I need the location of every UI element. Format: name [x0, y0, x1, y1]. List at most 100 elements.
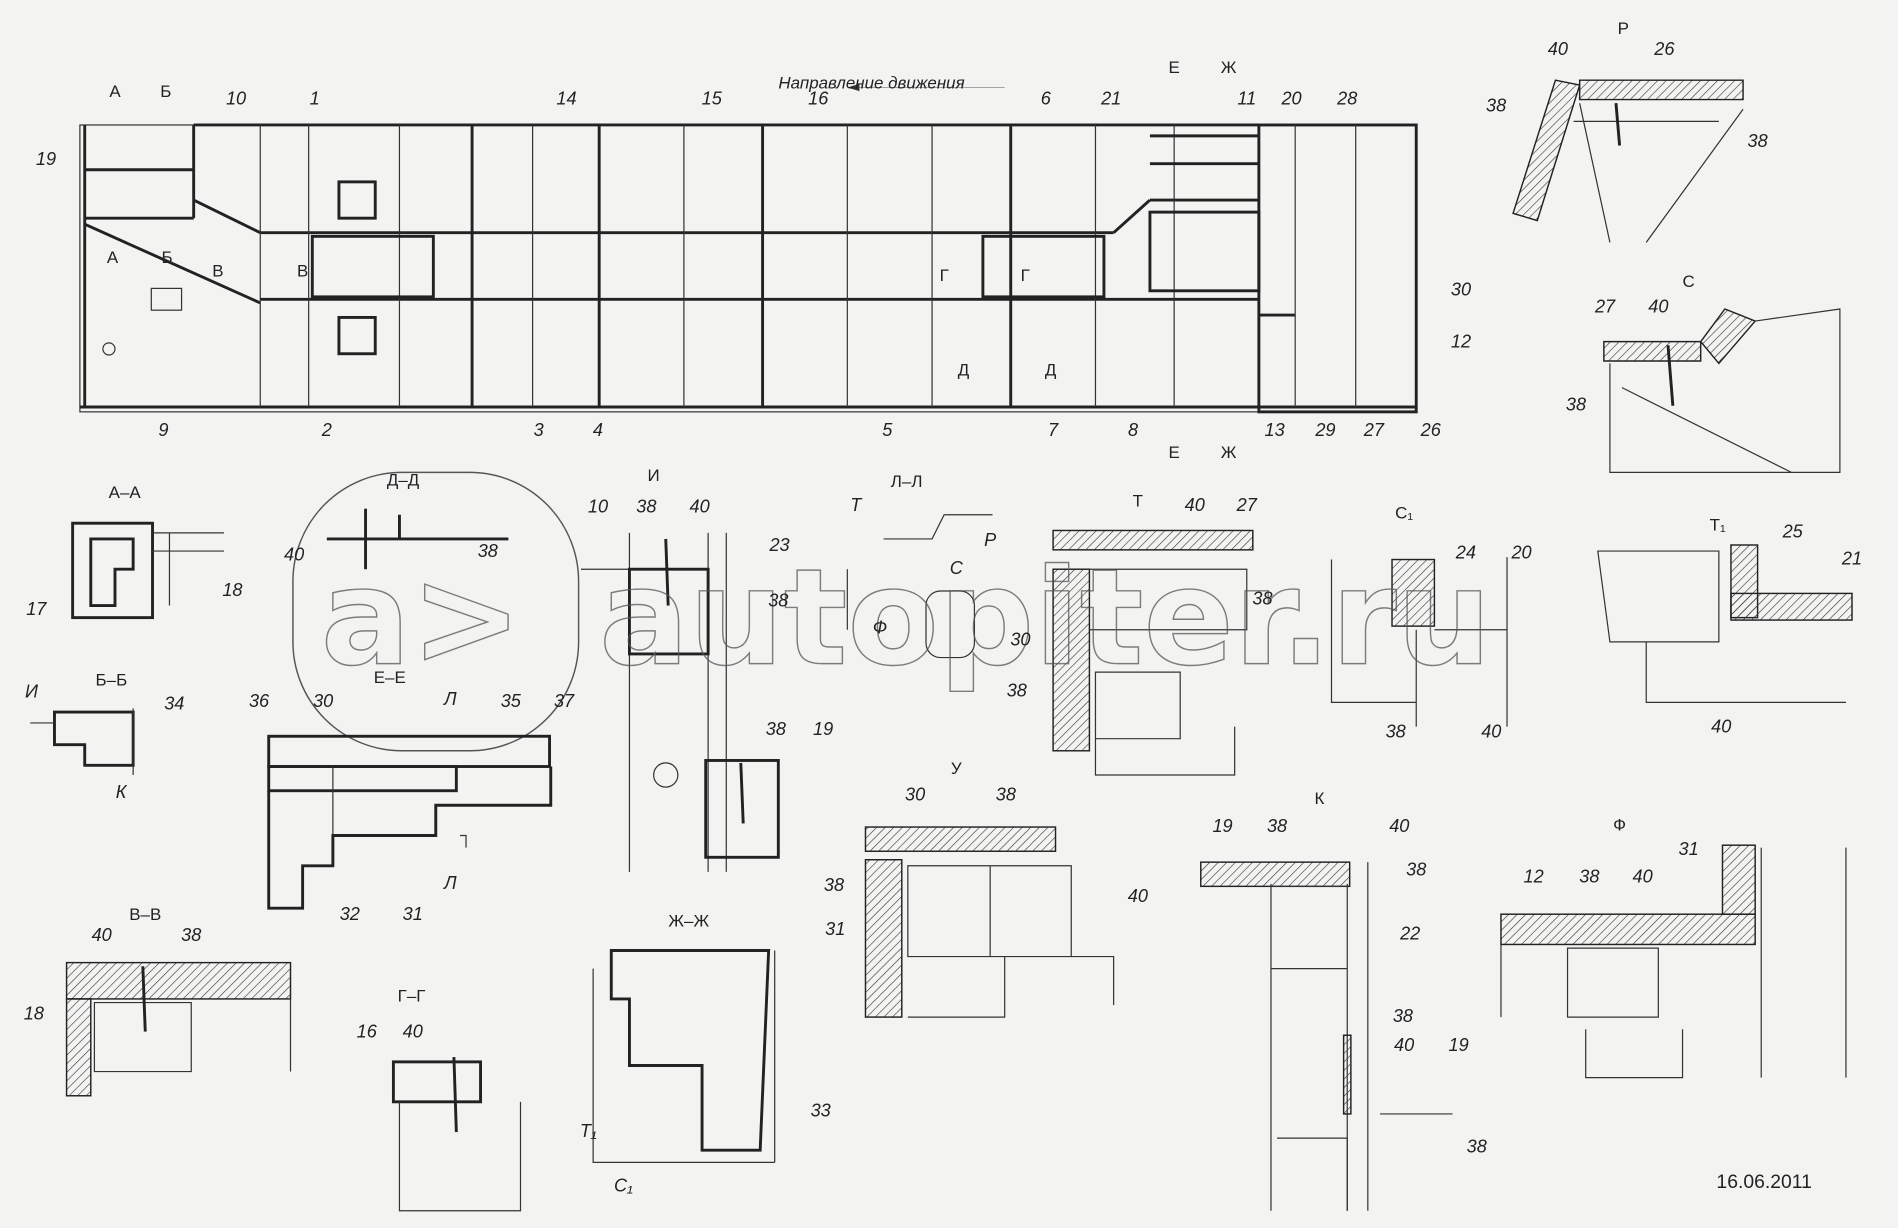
- callout-label: 38: [1007, 680, 1027, 700]
- callout-label: 40: [1389, 816, 1409, 836]
- callout-label: 20: [1280, 88, 1301, 108]
- callout-label: 2: [321, 420, 332, 440]
- callout-label: 38: [824, 875, 844, 895]
- callout-label: 38: [766, 719, 786, 739]
- callout-label: 30: [905, 784, 925, 804]
- callout-label: 11: [1237, 88, 1256, 108]
- callout-label: 38: [1566, 395, 1586, 415]
- detail-c1: [1330, 557, 1508, 727]
- callout-label: 30: [1010, 629, 1030, 649]
- detail-t1: [1597, 544, 1853, 703]
- callout-label: Т₁: [580, 1121, 597, 1141]
- callout-label: 13: [1265, 420, 1285, 440]
- detail-title: Л–Л: [891, 472, 923, 491]
- callout-label: Т: [850, 495, 863, 515]
- callout-label: К: [116, 782, 128, 802]
- section-zh-zh: [592, 949, 776, 1163]
- callout-label: Р: [984, 530, 996, 550]
- callout-label: 16: [808, 88, 829, 108]
- svg-text:autopiter.ru: autopiter.ru: [599, 541, 1491, 696]
- section-mark: Д: [1045, 361, 1057, 380]
- callout-label: 7: [1048, 420, 1059, 440]
- callout-label: 3: [534, 420, 544, 440]
- callout-label: 18: [222, 580, 242, 600]
- callout-label: 21: [1100, 88, 1121, 108]
- callout-label: 38: [181, 925, 201, 945]
- detail-title: Р: [1618, 19, 1629, 38]
- callout-label: 12: [1524, 867, 1544, 887]
- callout-label: Ф: [873, 617, 887, 637]
- section-mark: А: [107, 248, 119, 267]
- callout-label: 19: [36, 149, 56, 169]
- callout-label: 38: [1579, 867, 1599, 887]
- detail-title: Д–Д: [387, 471, 420, 490]
- main-frame-view: [79, 83, 1418, 414]
- section-mark: Ж: [1221, 443, 1237, 462]
- callout-label: 40: [1548, 39, 1568, 59]
- detail-title: Т₁: [1710, 515, 1726, 534]
- callout-label: 40: [1481, 721, 1501, 741]
- callout-label: 1: [310, 88, 320, 108]
- detail-title: Г–Г: [398, 986, 426, 1005]
- callout-label: 31: [825, 919, 845, 939]
- detail-p: [1512, 79, 1744, 243]
- callout-label: 38: [478, 541, 498, 561]
- callout-label: 18: [24, 1004, 44, 1024]
- section-l-l: [846, 514, 993, 659]
- callout-label: 40: [1632, 867, 1652, 887]
- callout-label: 19: [1212, 816, 1232, 836]
- callout-label: 24: [1455, 542, 1476, 562]
- callout-label: 16: [357, 1022, 378, 1042]
- section-g-g: [391, 1056, 522, 1212]
- section-mark: Г: [940, 266, 949, 285]
- detail-i: [581, 532, 780, 872]
- callout-label: 9: [158, 420, 168, 440]
- callout-label: 38: [1406, 859, 1426, 879]
- callout-label: 28: [1336, 88, 1357, 108]
- callout-label: 40: [690, 496, 710, 516]
- callout-label: 38: [1467, 1137, 1487, 1157]
- callout-label: 27: [1594, 297, 1616, 317]
- direction-note: Направление движения: [778, 74, 964, 93]
- callout-label: И: [25, 682, 38, 702]
- callout-label: 27: [1236, 495, 1258, 515]
- callout-label: Л: [443, 873, 457, 893]
- section-mark: Б: [160, 82, 171, 101]
- section-mark: В: [297, 261, 308, 280]
- callout-label: С₁: [614, 1175, 633, 1195]
- callout-label: 37: [554, 691, 575, 711]
- callout-label: 26: [1420, 420, 1442, 440]
- callout-label: С: [950, 558, 964, 578]
- section-e-e: [267, 734, 553, 910]
- callout-label: Л: [443, 689, 457, 709]
- detail-title: Т: [1133, 491, 1143, 510]
- section-mark: В: [212, 261, 223, 280]
- callout-label: 19: [813, 719, 833, 739]
- section-v-v: [65, 961, 292, 1097]
- section-mark: Е: [1168, 443, 1179, 462]
- section-a-a: [71, 521, 224, 620]
- callout-label: 40: [1648, 297, 1668, 317]
- detail-title: Ф: [1613, 816, 1626, 835]
- callout-label: 6: [1041, 88, 1052, 108]
- callout-label: 29: [1314, 420, 1335, 440]
- callout-label: 34: [164, 694, 184, 714]
- section-mark: Е: [1168, 58, 1179, 77]
- callout-label: 40: [284, 545, 304, 565]
- callout-label: 38: [1747, 131, 1767, 151]
- detail-c: [1603, 308, 1841, 473]
- svg-text:a>: a>: [321, 541, 522, 696]
- detail-title: У: [951, 759, 962, 778]
- detail-title: Е–Е: [374, 668, 406, 687]
- callout-label: 38: [1486, 96, 1506, 116]
- callout-label: 5: [882, 420, 893, 440]
- callout-label: 40: [1394, 1035, 1414, 1055]
- callout-label: 22: [1399, 924, 1420, 944]
- detail-t: [1052, 529, 1254, 776]
- drawing-date: 16.06.2011: [1716, 1171, 1811, 1193]
- section-mark: Ж: [1221, 58, 1237, 77]
- callout-label: 38: [1267, 816, 1287, 836]
- callout-label: 38: [768, 591, 788, 611]
- callout-label: 4: [593, 420, 603, 440]
